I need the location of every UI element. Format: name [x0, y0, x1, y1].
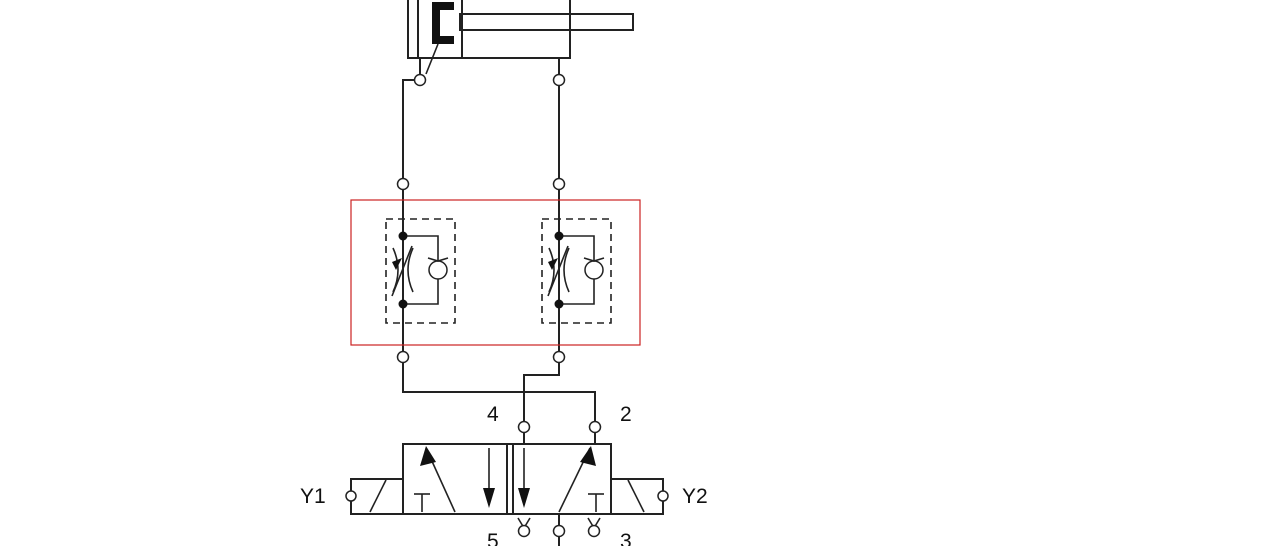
port-circle: [588, 420, 602, 434]
junction-dot: [554, 231, 564, 241]
port-circle: [517, 420, 531, 434]
solenoid-label-y1: Y1: [300, 485, 326, 508]
valve-housing-dashed: [541, 218, 612, 324]
adjust-arrow-head: [548, 258, 558, 270]
adjust-arrow-shaft: [547, 245, 569, 297]
port-label-3: 3: [620, 530, 632, 546]
flow-arrow-head: [518, 488, 530, 508]
adjust-arrow-shaft: [391, 245, 413, 297]
throttle-curve-right: [407, 247, 414, 293]
cylinder-barrel: [407, 0, 571, 59]
double-acting-cylinder: [407, 0, 634, 75]
junction-dot: [398, 231, 408, 241]
port-circle: [413, 73, 427, 87]
solenoid-coil-line: [627, 479, 645, 513]
solenoid-coil-line: [369, 479, 387, 513]
directional-valve-5-2: [345, 443, 669, 546]
port-markers: [396, 73, 602, 538]
port-circle: [552, 73, 566, 87]
flow-control-group: [350, 199, 641, 346]
flow-arrow-head: [483, 488, 495, 508]
valve-housing-dashed: [385, 218, 456, 324]
port-circle: [552, 177, 566, 191]
solenoid-port: [345, 490, 357, 502]
adjust-arrow-head: [392, 258, 402, 270]
check-valve-seat: [583, 257, 605, 262]
port-circle: [552, 524, 566, 538]
throttle-curve-right: [563, 247, 570, 293]
piston-rod: [459, 13, 634, 31]
flow-arrow-head: [420, 446, 436, 466]
solenoid-port: [657, 490, 669, 502]
port-label-2: 2: [620, 403, 632, 426]
flow-control-valve-left: [385, 218, 456, 324]
check-valve-seat: [427, 257, 449, 262]
flow-control-valve-right: [541, 218, 612, 324]
cushion-notch: [440, 10, 454, 36]
line-cylinder-b-to-port-4: [523, 58, 560, 444]
cushion-adjust-line: [425, 43, 439, 75]
line-cylinder-a-to-port-2: [402, 79, 596, 444]
port-circle: [517, 524, 531, 538]
highlight-box: [350, 199, 641, 346]
valve-envelope-left: [402, 443, 508, 515]
port-circle: [396, 350, 410, 364]
check-valve-ball: [428, 260, 448, 280]
port-label-4: 4: [487, 403, 499, 426]
port-label-5: 5: [487, 530, 499, 546]
solenoid-label-y2: Y2: [682, 485, 708, 508]
junction-dot: [554, 299, 564, 309]
port-labels: 4 2 5 3 Y1 Y2: [300, 403, 708, 546]
port-circle: [552, 350, 566, 364]
port-circle: [396, 177, 410, 191]
check-valve-ball: [584, 260, 604, 280]
flow-arrow-head: [580, 446, 596, 466]
junction-dot: [398, 299, 408, 309]
port-circle: [587, 524, 601, 538]
